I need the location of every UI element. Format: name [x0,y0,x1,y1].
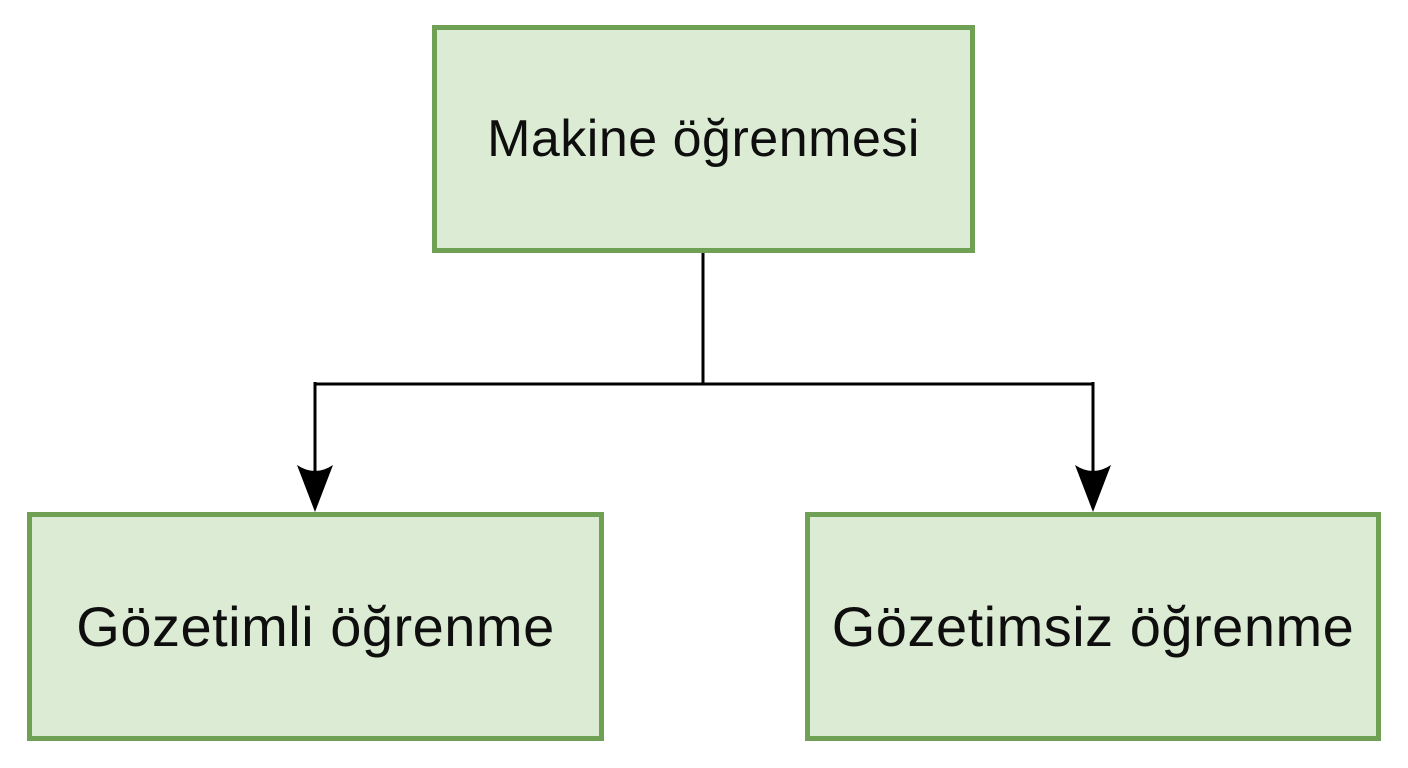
node-supervised-learning-label: Gözetimli öğrenme [76,595,555,658]
arrowhead-down-right-icon [1075,465,1111,512]
node-unsupervised-learning-label: Gözetimsiz öğrenme [831,595,1355,658]
node-unsupervised-learning: Gözetimsiz öğrenme [805,512,1381,741]
node-machine-learning: Makine öğrenmesi [432,25,975,253]
node-machine-learning-label: Makine öğrenmesi [487,110,920,168]
arrowhead-down-left-icon [297,465,333,512]
node-supervised-learning: Gözetimli öğrenme [27,512,604,741]
